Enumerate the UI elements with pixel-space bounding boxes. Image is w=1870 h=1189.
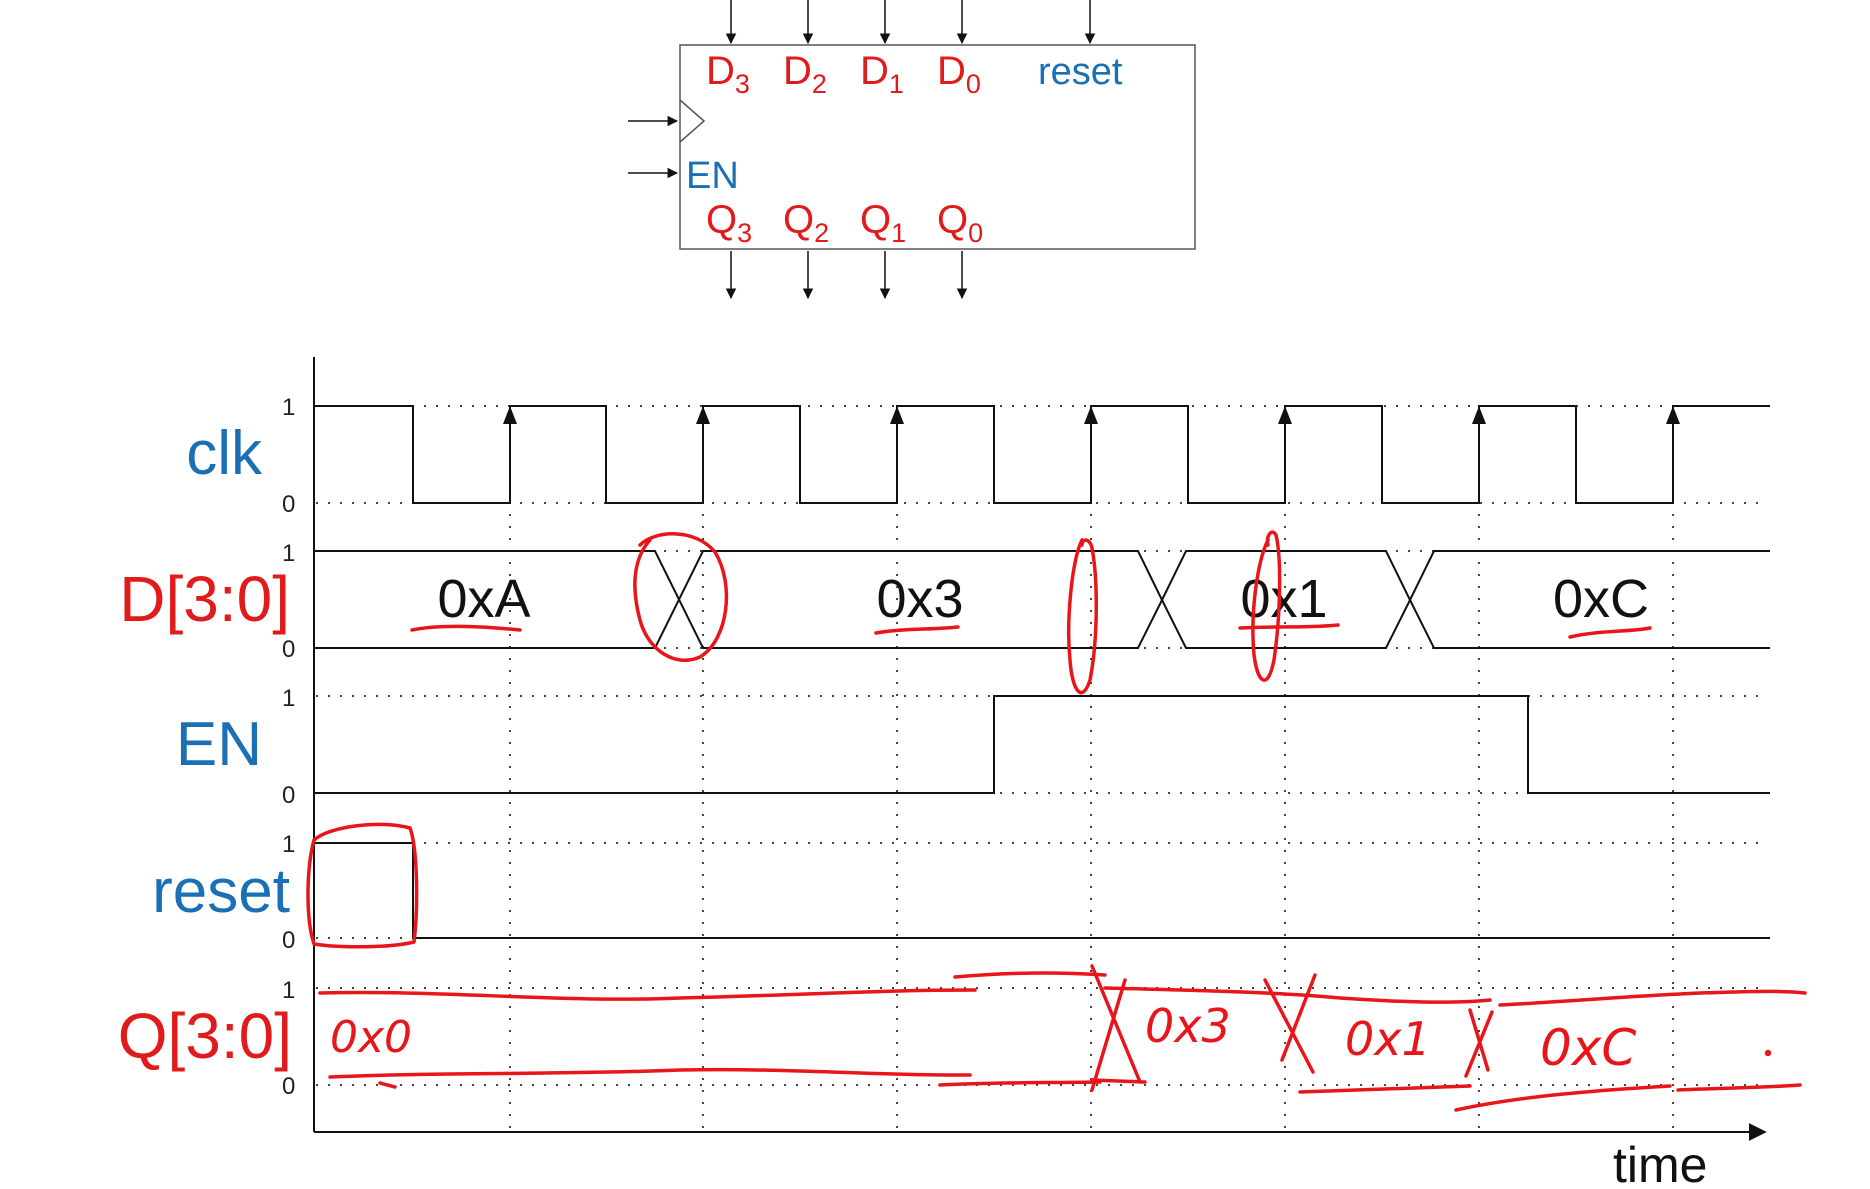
q-low-line-1	[328, 1067, 972, 1079]
handwritten-annotations	[306, 530, 1807, 1112]
signal-label-en: EN	[176, 710, 262, 779]
d-value-1: 0x3	[876, 569, 963, 629]
tick-reset-1: 1	[282, 831, 295, 858]
clk-waveform	[314, 405, 1770, 504]
underline-0xa	[410, 624, 522, 632]
signal-label-q: Q[3:0]	[118, 1000, 292, 1072]
input-label-d2: D2	[783, 49, 827, 99]
rising-edge-arrow-icon	[696, 406, 710, 424]
tick-q-0: 0	[282, 1073, 295, 1100]
rising-edge-arrow-icon	[1084, 406, 1098, 424]
output-label-q3: Q3	[706, 198, 752, 248]
signal-label-d: D[3:0]	[119, 563, 290, 635]
level-ticks: 1 0 1 0 1 0 1 0 1 0	[282, 394, 295, 1100]
tick-clk-1: 1	[282, 394, 295, 421]
q-dash-under-0x0	[378, 1081, 397, 1089]
signal-label-clk: clk	[186, 419, 263, 488]
clock-triangle-icon	[679, 99, 706, 143]
d-value-3: 0xC	[1553, 569, 1649, 629]
tick-d-1: 1	[282, 540, 295, 567]
reset-pulse-box	[306, 822, 419, 949]
register-box	[679, 44, 1196, 250]
q-low-line-3	[1298, 1084, 1472, 1094]
rising-edge-arrow-icon	[1278, 406, 1292, 424]
q-high-line-1	[318, 988, 977, 1001]
tick-clk-0: 0	[282, 491, 295, 518]
q-high-line-4	[1498, 989, 1807, 1007]
enable-label: EN	[686, 155, 739, 197]
d-bus-waveform	[314, 550, 1770, 649]
output-label-q0: Q0	[937, 198, 983, 248]
timing-diagram: time clk D[3:0] EN reset Q[3:0] 1 0 1 0 …	[118, 357, 1807, 1189]
q-high-line-3	[1103, 986, 1492, 1004]
output-label-q2: Q2	[783, 198, 829, 248]
annotation-dot	[1764, 1049, 1772, 1057]
tick-en-1: 1	[282, 685, 295, 712]
ellipse-edge-4	[1251, 530, 1282, 682]
rising-edge-arrow-icon	[890, 406, 904, 424]
q-value-2: 0x1	[1345, 1012, 1431, 1066]
q-low-line-5	[1676, 1083, 1802, 1092]
rising-edge-arrow-icon	[1472, 406, 1486, 424]
rising-edge-arrow-icon	[1666, 406, 1680, 424]
q-transition-x-3	[1464, 1008, 1494, 1078]
q-value-3: 0xC	[1540, 1019, 1636, 1077]
input-label-reset: reset	[1038, 51, 1123, 93]
tick-q-1: 1	[282, 977, 295, 1004]
tick-en-0: 0	[282, 782, 295, 809]
input-label-d0: D0	[937, 49, 981, 99]
q-value-1: 0x3	[1145, 999, 1231, 1053]
q-transition-x-1	[1090, 964, 1147, 1092]
signal-label-reset: reset	[152, 857, 290, 926]
underline-0xc	[1568, 626, 1652, 639]
register-block: D3 D2 D1 D0 reset EN Q3 Q2 Q1 Q0	[628, 0, 1196, 300]
output-label-q1: Q1	[860, 198, 906, 248]
d-value-0: 0xA	[437, 569, 530, 629]
underline-0x3	[874, 625, 960, 635]
ellipse-edge-3	[1067, 538, 1098, 695]
circle-transition	[633, 532, 729, 662]
en-waveform	[314, 695, 1770, 794]
q-low-line-2	[938, 1080, 1102, 1087]
rising-edge-arrow-icon	[503, 406, 517, 424]
input-label-d3: D3	[706, 49, 750, 99]
q-low-line-4	[1454, 1084, 1672, 1112]
clock-edge-arrows	[503, 406, 1680, 424]
reset-waveform	[314, 842, 1770, 939]
tick-d-0: 0	[282, 636, 295, 663]
q-high-line-2	[953, 971, 1107, 979]
q-transition-x-2	[1263, 973, 1317, 1074]
input-label-d1: D1	[860, 49, 904, 99]
tick-reset-0: 0	[282, 927, 295, 954]
time-axis-label: time	[1613, 1137, 1707, 1189]
q-value-0: 0x0	[330, 1012, 412, 1063]
